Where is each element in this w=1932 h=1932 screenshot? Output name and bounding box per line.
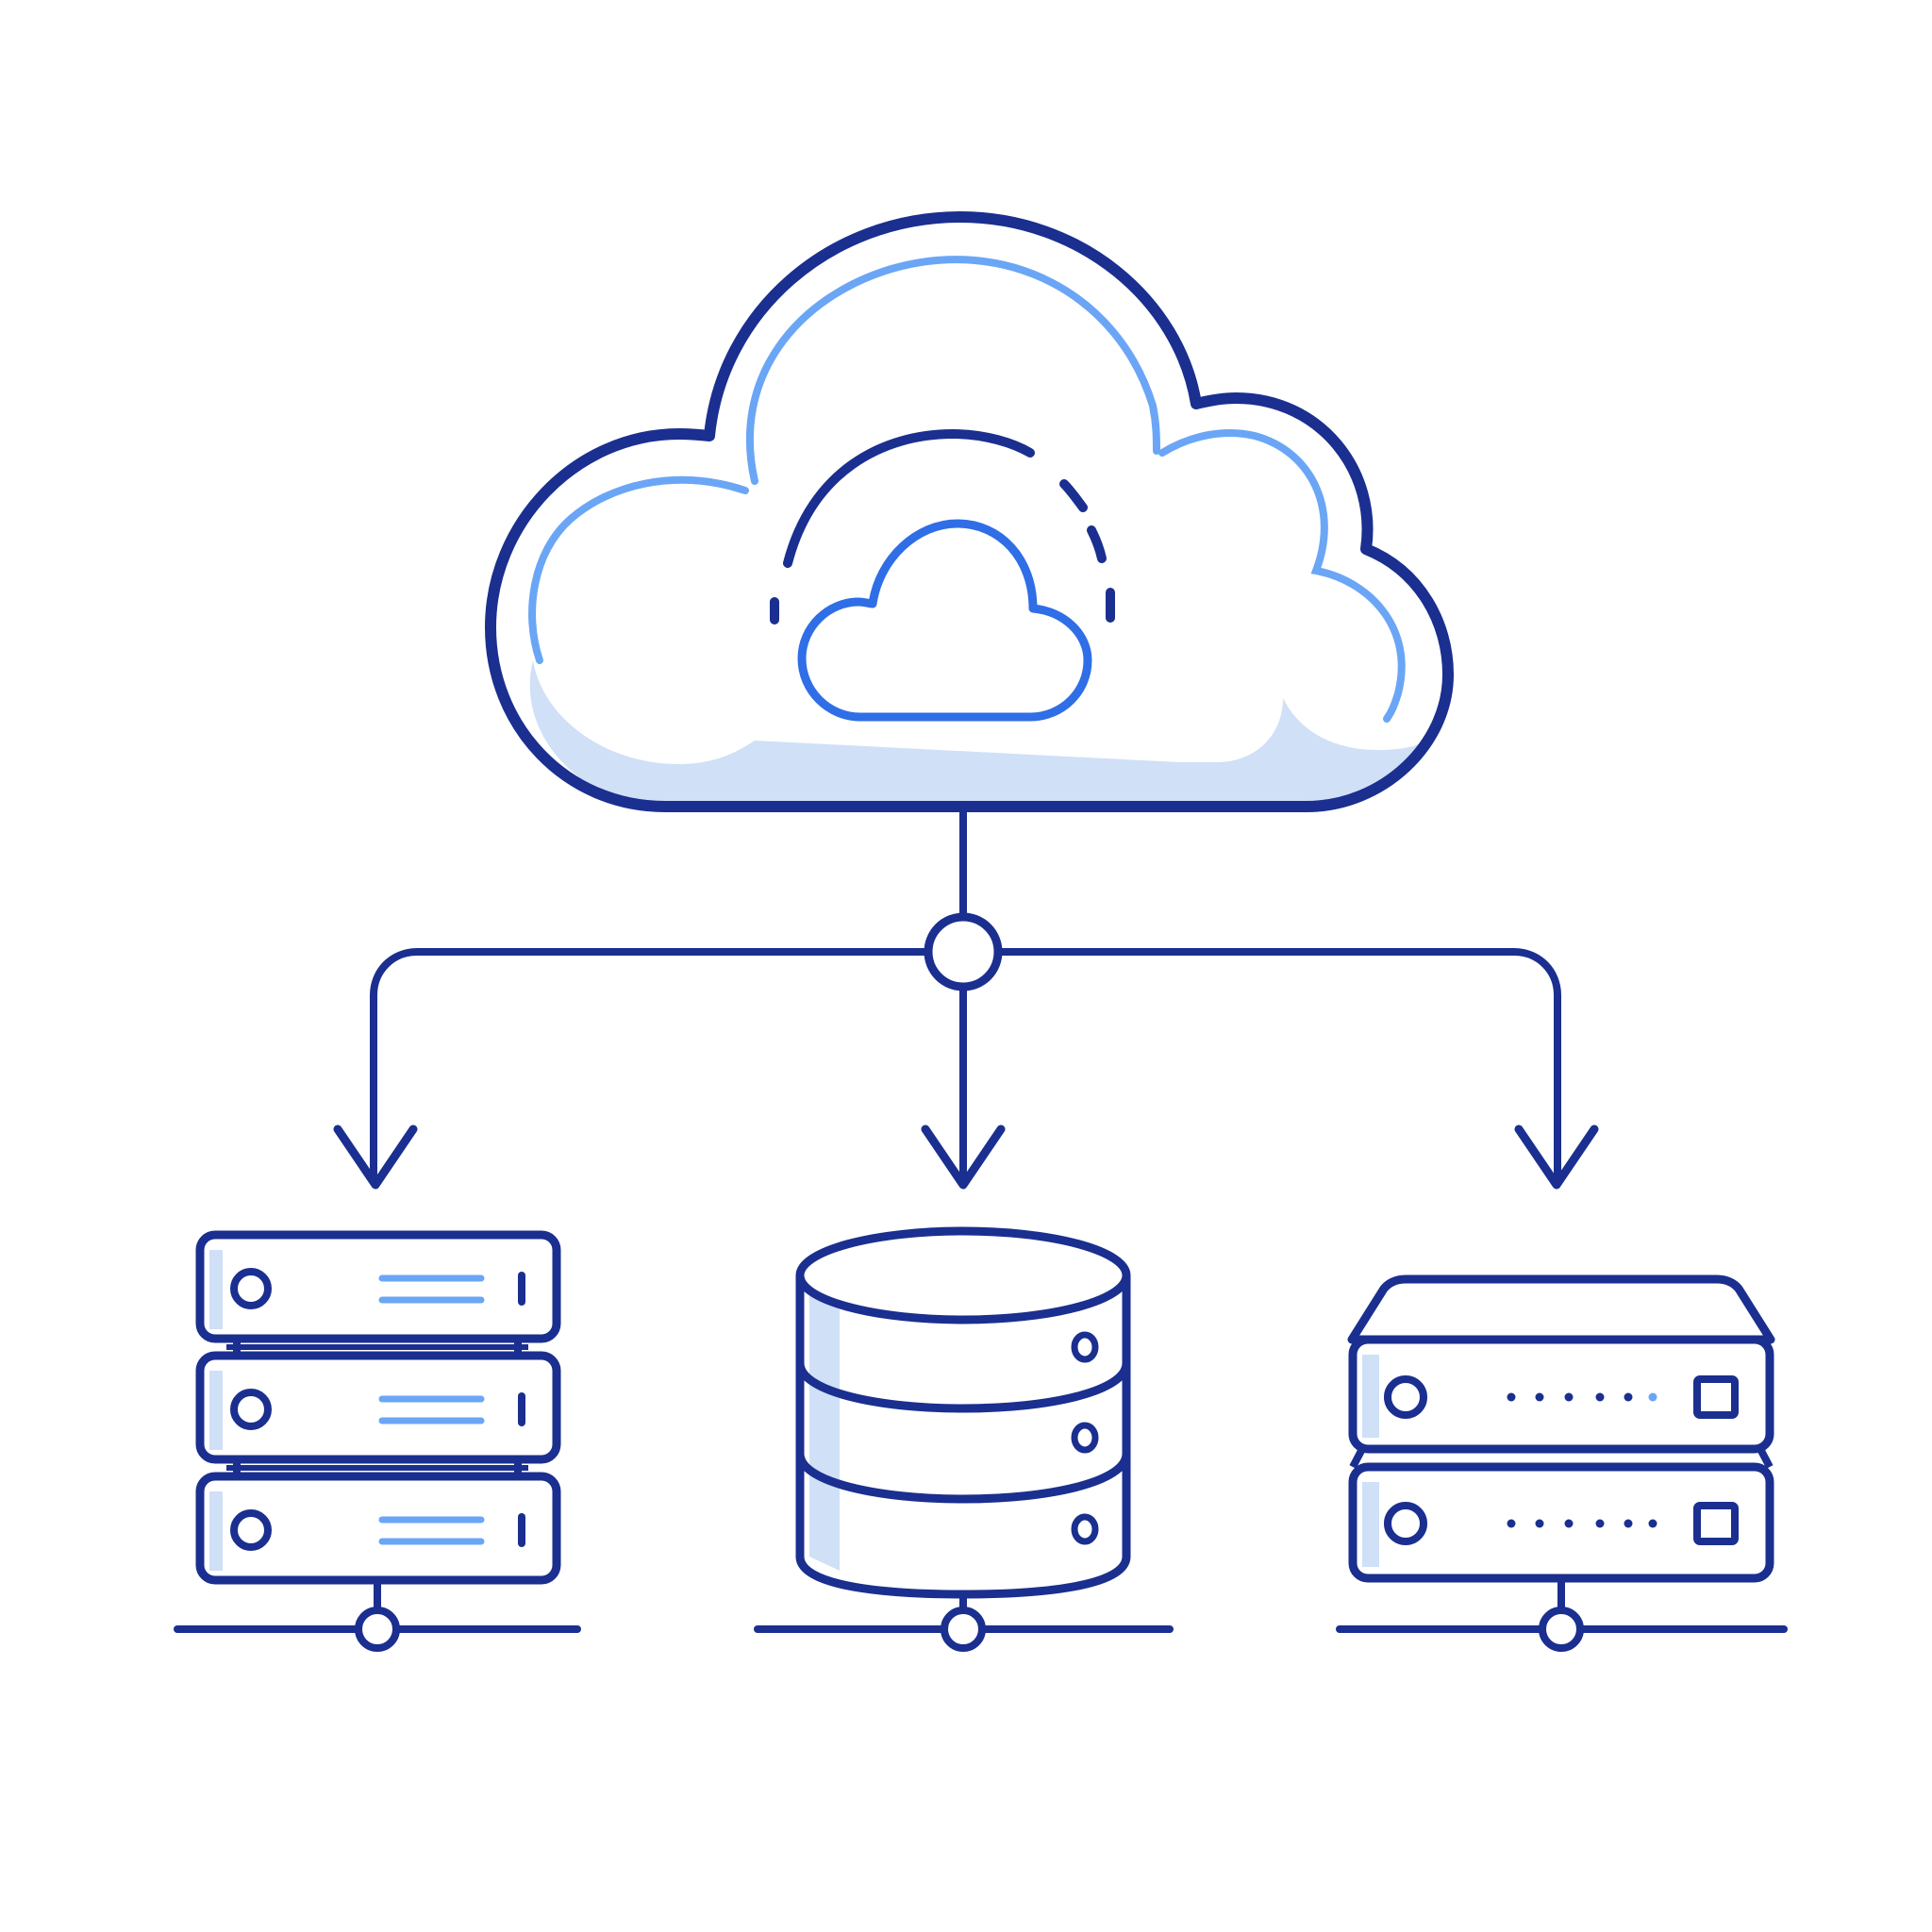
network-port-icon <box>1539 1607 1584 1652</box>
power-led-icon <box>1384 1375 1427 1419</box>
network-port-icon <box>941 1607 986 1652</box>
sync-arc-dash-1 <box>1059 479 1088 512</box>
cloud-sync-icon <box>770 428 1115 722</box>
sync-arc-dash-2 <box>1087 525 1107 563</box>
indicator-light-icon <box>1071 1422 1099 1454</box>
server-unit <box>195 1472 561 1585</box>
sync-arc-upper <box>783 428 1035 568</box>
storage-unit <box>1348 1335 1774 1454</box>
power-led-icon <box>230 1268 272 1309</box>
drive-bay-icon <box>1693 1375 1739 1419</box>
junction-node-icon <box>924 912 1003 991</box>
server-unit <box>195 1351 561 1464</box>
status-dots <box>1507 1392 1657 1402</box>
arrow-down-icon <box>333 1124 418 1190</box>
cloud-outline <box>485 211 1454 812</box>
arrow-down-icon <box>1514 1124 1599 1190</box>
server-rack-icon <box>174 1230 581 1652</box>
cloud-icon <box>485 211 1454 812</box>
connector-lines <box>370 811 1561 1183</box>
power-led-icon <box>230 1389 272 1430</box>
arrowheads <box>333 1124 1599 1190</box>
cloud-highlight-right <box>1158 429 1406 723</box>
storage-unit <box>1348 1462 1774 1583</box>
cloud-highlight-top <box>746 256 1160 485</box>
network-port-icon <box>355 1607 400 1652</box>
server-unit <box>195 1230 561 1343</box>
cloud-highlight-left <box>528 475 749 664</box>
drive-bay-icon <box>1693 1502 1739 1545</box>
arrow-down-icon <box>921 1124 1006 1190</box>
hub-to-storage-line <box>995 948 1561 1183</box>
database-cylinder-icon <box>754 1226 1174 1652</box>
indicator-light-icon <box>1071 1513 1099 1545</box>
database-top <box>795 1226 1131 1324</box>
power-led-icon <box>1384 1502 1427 1545</box>
status-dots <box>1507 1519 1657 1528</box>
network-storage-icon <box>1336 1274 1788 1652</box>
small-cloud-outline <box>797 519 1092 722</box>
indicator-light-icon <box>1071 1331 1099 1363</box>
cloud-shade <box>529 660 1424 807</box>
power-led-icon <box>230 1509 272 1551</box>
hub-to-server-line <box>370 948 931 1183</box>
